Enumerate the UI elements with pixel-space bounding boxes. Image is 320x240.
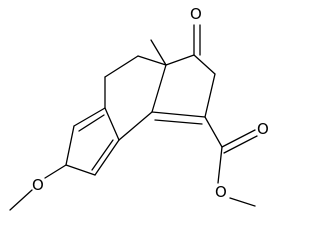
bond-alkene-double-a (151, 111, 206, 118)
ester-single-bond (217, 146, 223, 184)
methoxy-methyl-bond (9, 189, 33, 211)
aromatic-ring (65, 107, 120, 176)
ester-methyl-bond (229, 197, 256, 207)
bond-ch2-b (104, 55, 139, 78)
methyl-bond (150, 39, 167, 66)
bond-carbonyl-to-ch2 (193, 54, 216, 75)
ester-carbonyl-double-a (221, 129, 256, 148)
bond-ar-inner-top (78, 114, 105, 132)
ester-carbonyl-oxygen-label: O (257, 120, 269, 138)
bond-ch2-c (137, 55, 167, 66)
bond-ch2-to-alkene (204, 73, 216, 118)
bond-quat-to-carbonyl (165, 54, 195, 66)
ketone-oxygen-label: O (190, 5, 202, 23)
chemical-structure-diagram: O O O O (9, 5, 269, 211)
ester-bond-to-carbonyl (204, 116, 223, 148)
ester-ether-oxygen-label: O (215, 183, 227, 201)
bond-quat-to-ring-fusion (151, 64, 167, 113)
bond-ar-bottom (65, 164, 96, 176)
methoxy-bond-to-ring (44, 164, 67, 179)
bond-ar-inner-right (91, 139, 114, 171)
bond-ar-left (65, 125, 75, 166)
bond-ar-right-lower (94, 139, 120, 176)
methoxy-oxygen-label: O (32, 176, 44, 194)
bond-ar-top (73, 107, 106, 127)
bond-alkene-double-b (154, 119, 203, 125)
bond-ring-fusion-to-aromatic (118, 111, 153, 141)
bond-ar-right-upper (104, 107, 120, 141)
ester-carbonyl-double-b (223, 135, 258, 154)
aliphatic-rings (104, 54, 216, 141)
